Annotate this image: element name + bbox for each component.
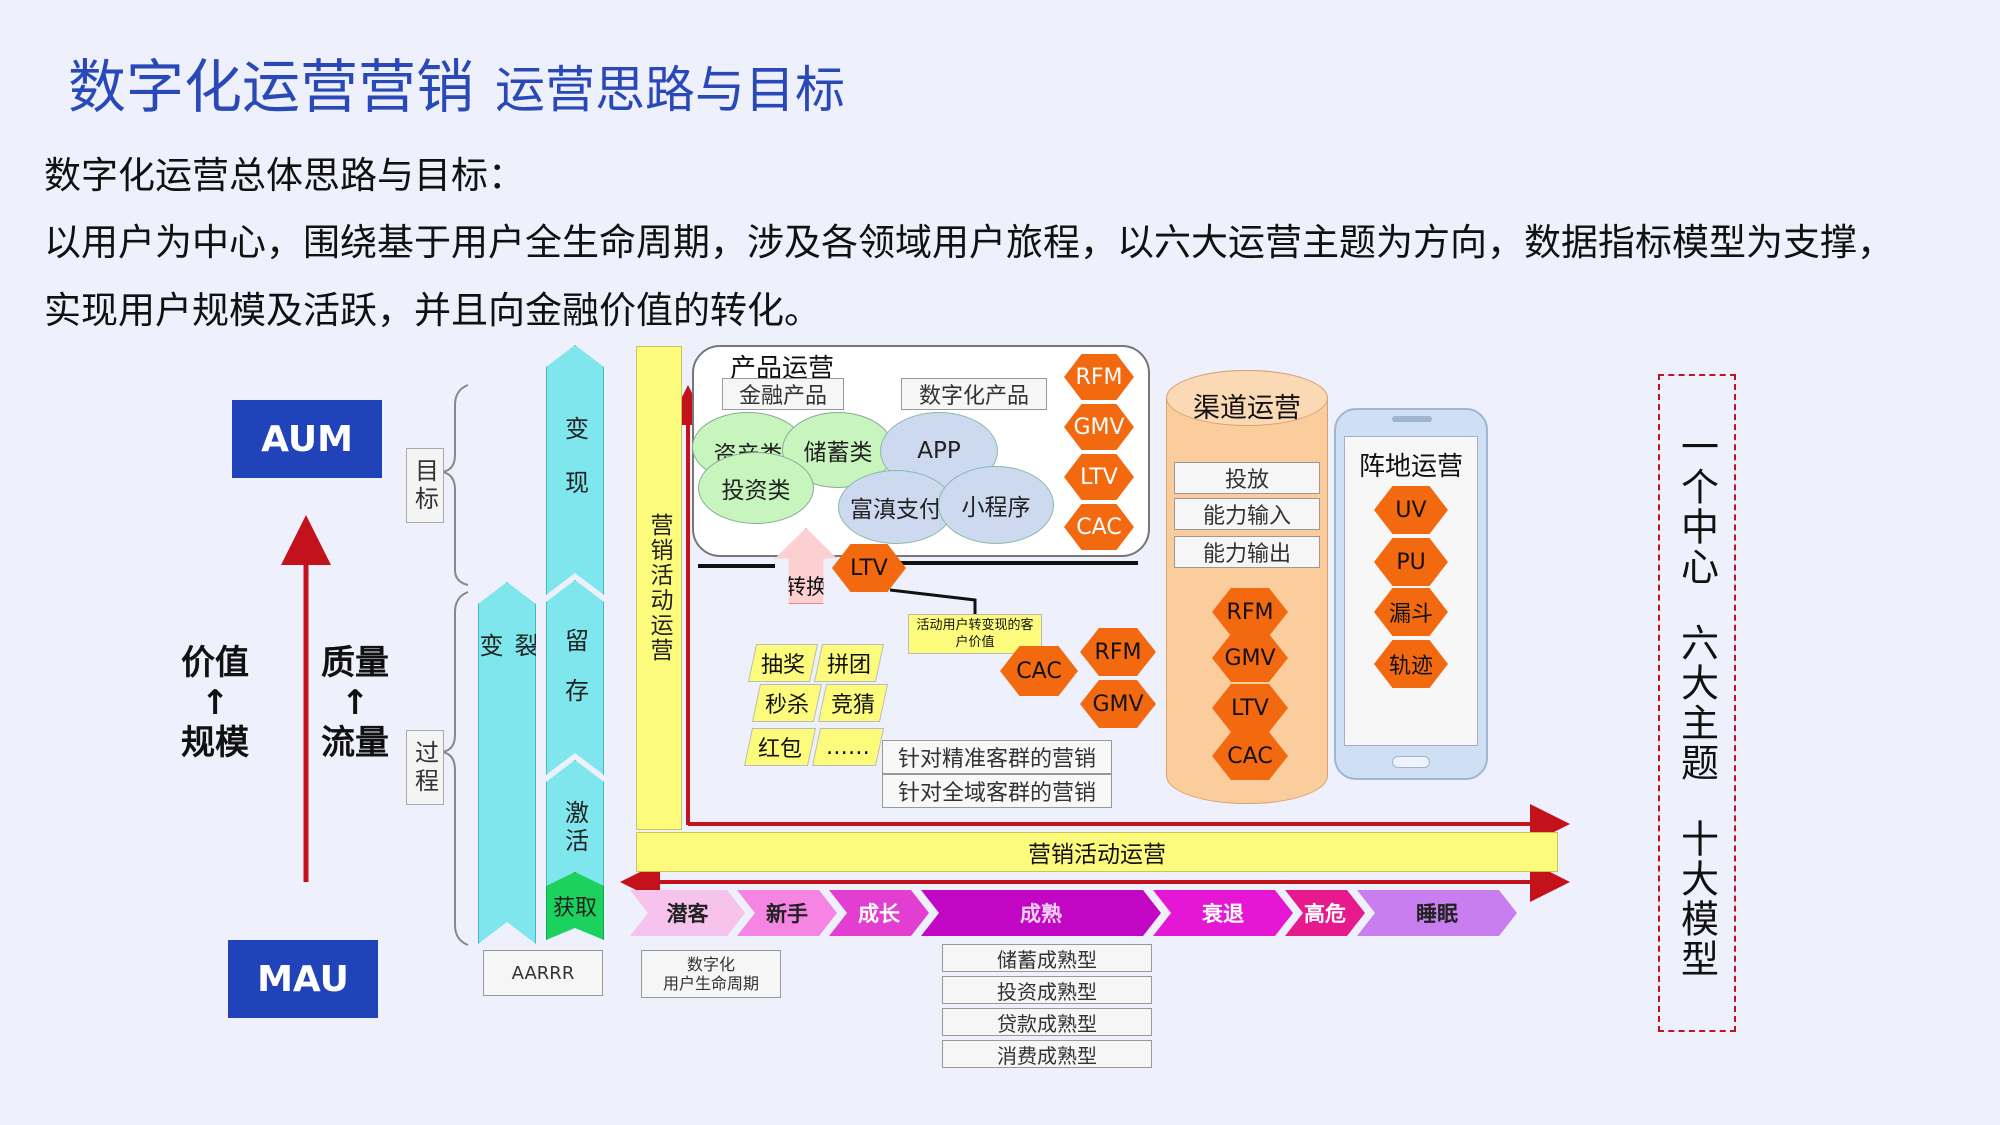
lifecycle-stage: 成熟	[921, 890, 1161, 936]
lifecycle-caption: 数字化用户生命周期	[641, 950, 781, 998]
lifecycle-stages: 潜客新手成长成熟衰退高危睡眠	[630, 890, 1558, 936]
aum-box: AUM	[232, 400, 382, 478]
lifecycle-stage: 潜客	[630, 890, 745, 936]
banner-themes: 六大主题	[1674, 623, 1719, 783]
goal-label: 目标	[406, 448, 444, 523]
channel-title: 渠道运营	[1193, 393, 1301, 424]
aarrr-caption: AARRR	[483, 950, 603, 996]
maturity-model: 储蓄成熟型	[942, 944, 1152, 972]
intro-line-1: 以用户为中心，围绕基于用户全生命周期，涉及各领域用户旅程，以六大运营主题为方向，…	[44, 221, 1894, 264]
intro-heading: 数字化运营总体思路与目标：	[44, 154, 525, 197]
global-marketing-box: 针对全域客群的营销	[882, 774, 1112, 808]
position-track-hex: 轨迹	[1374, 640, 1448, 688]
monetize-chevron: 变现	[546, 345, 604, 595]
maturity-model: 消费成熟型	[942, 1040, 1152, 1068]
channel-item: 投放	[1174, 462, 1320, 494]
pay-ellipse: 富滇支付	[838, 470, 954, 544]
retain-chevron: 留存	[546, 580, 604, 775]
lifecycle-stage: 新手	[737, 890, 837, 936]
intro-line-2: 实现用户规模及活跃，并且向金融价值的转化。	[44, 289, 821, 332]
lifecycle-stage: 衰退	[1153, 890, 1293, 936]
invest-ellipse: 投资类	[698, 452, 814, 524]
lifecycle-stage: 睡眠	[1357, 890, 1517, 936]
campaign-horizontal-bar: 营销活动运营	[636, 832, 1558, 872]
page-subtitle: 运营思路与目标	[495, 61, 845, 119]
right-banner: 一个中心 六大主题 十大模型	[1658, 374, 1736, 1032]
financial-product-tag: 金融产品	[722, 378, 844, 410]
channel-item: 能力输入	[1174, 498, 1320, 530]
activity-tag: 竞猜	[817, 684, 889, 722]
channel-item: 能力输出	[1174, 536, 1320, 568]
banner-models: 十大模型	[1674, 819, 1719, 979]
activity-tag: 抽奖	[747, 644, 819, 682]
activity-tag: 拼团	[813, 644, 885, 682]
position-title: 阵地运营	[1358, 452, 1463, 482]
phone-home-button	[1392, 756, 1430, 768]
quality-flow-label: 质量↑流量	[321, 643, 389, 763]
miniapp-ellipse: 小程序	[938, 466, 1054, 544]
convert-note: 活动用户转变现的客户价值	[908, 614, 1042, 654]
phone-speaker	[1392, 416, 1432, 422]
activity-tag: 秒杀	[751, 684, 823, 722]
fission-chevron: 裂变	[478, 582, 536, 944]
lifecycle-stage: 高危	[1285, 890, 1365, 936]
digital-product-tag: 数字化产品	[901, 378, 1047, 410]
acquire-chevron: 获取	[546, 872, 604, 940]
banner-center: 一个中心	[1674, 427, 1719, 587]
activate-chevron: 激活	[546, 760, 604, 895]
process-label: 过程	[406, 730, 444, 805]
activity-tag: 红包	[743, 728, 817, 766]
maturity-model: 贷款成熟型	[942, 1008, 1152, 1036]
lifecycle-stage: 成长	[829, 890, 929, 936]
position-funnel-hex: 漏斗	[1374, 588, 1448, 636]
position-uv-hex: UV	[1374, 486, 1448, 534]
campaign-vertical-bar: 营销活动运营	[636, 346, 682, 830]
precise-marketing-box: 针对精准客群的营销	[882, 740, 1112, 774]
mau-box: MAU	[228, 940, 378, 1018]
page-title: 数字化运营营销	[68, 53, 475, 121]
position-pu-hex: PU	[1374, 538, 1448, 586]
channel-cylinder-top	[1166, 370, 1328, 426]
activity-tag: ……	[811, 728, 885, 766]
value-scale-label: 价值↑规模	[181, 643, 249, 763]
maturity-model: 投资成熟型	[942, 976, 1152, 1004]
